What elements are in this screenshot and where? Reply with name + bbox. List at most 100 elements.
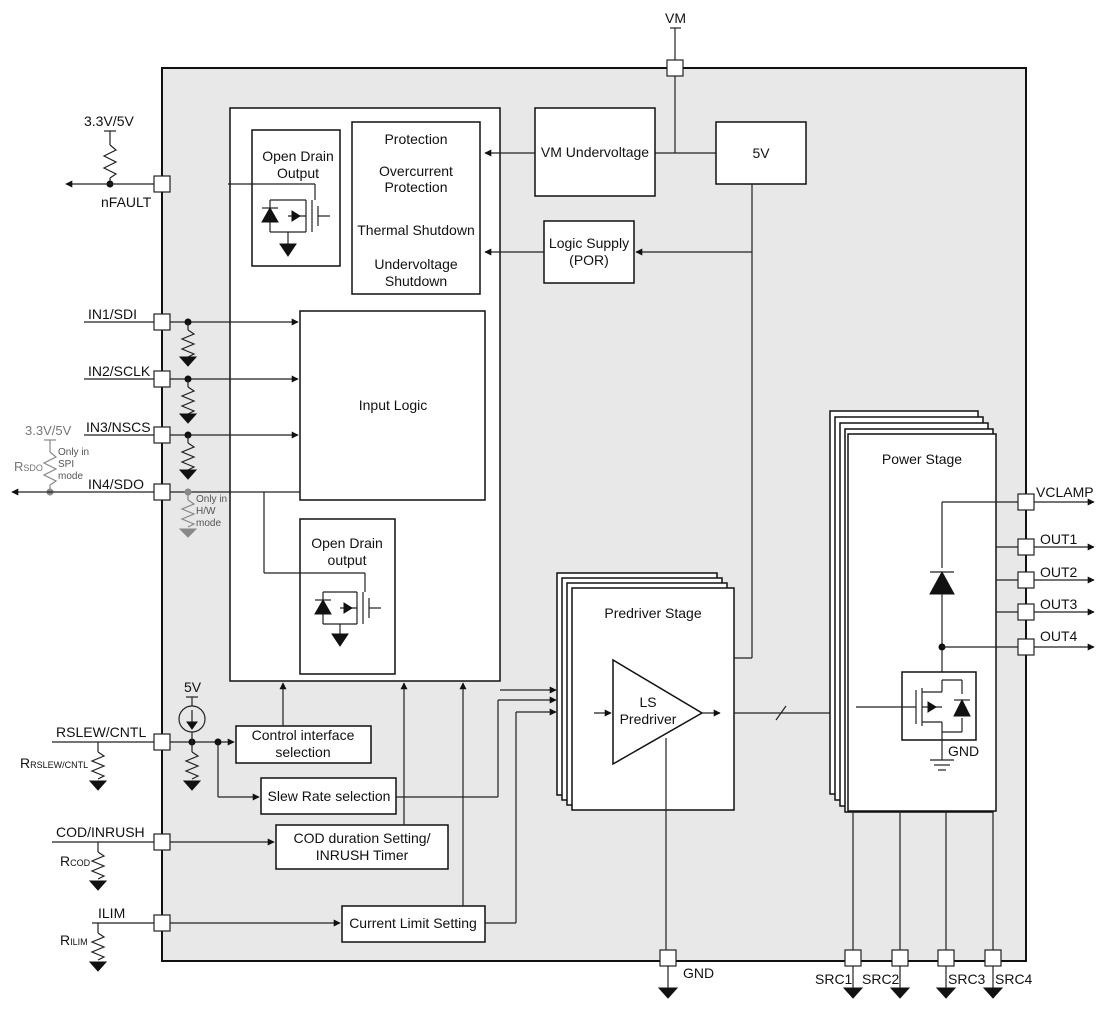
svg-text:OUT3: OUT3 — [1040, 596, 1078, 612]
svg-text:RSLEW/CNTL: RSLEW/CNTL — [56, 724, 146, 740]
mosfet-icon — [228, 183, 330, 257]
svg-text:3.3V/5V: 3.3V/5V — [25, 423, 72, 438]
out2-pin-group: OUT2 — [1017, 564, 1095, 589]
svg-text:Predriver: Predriver — [620, 711, 677, 727]
svg-text:IN4/SDO: IN4/SDO — [88, 476, 144, 492]
in2-sclk-pin-group: IN2/SCLK — [84, 363, 299, 424]
svg-text:SRC2: SRC2 — [862, 971, 900, 987]
in3-nscs-pin — [153, 426, 171, 444]
predriver-stage-block: Predriver Stage LS Predriver — [556, 572, 830, 950]
svg-text:GND: GND — [683, 965, 714, 981]
gnd-pin-group: GND — [657, 949, 714, 999]
svg-text:Open Drain: Open Drain — [311, 535, 383, 551]
vm-undervoltage-block: VM Undervoltage — [484, 107, 656, 197]
power-mosfet-icon: GND — [856, 671, 979, 771]
svg-text:Protection: Protection — [384, 179, 447, 195]
svg-text:Predriver Stage: Predriver Stage — [604, 605, 701, 621]
nfault-pin — [153, 175, 171, 193]
svg-text:Current Limit Setting: Current Limit Setting — [349, 915, 477, 931]
svg-text:OUT4: OUT4 — [1040, 628, 1078, 644]
src1-pin-group: SRC1 — [815, 949, 864, 999]
svg-text:Only in: Only in — [196, 494, 227, 505]
out4-pin — [1017, 638, 1035, 656]
out1-pin-group: OUT1 — [1017, 531, 1095, 556]
svg-text:Control interface: Control interface — [252, 727, 355, 743]
svg-text:Only in: Only in — [58, 447, 89, 458]
vm-pin — [666, 59, 684, 77]
svg-text:SRC1: SRC1 — [815, 971, 853, 987]
svg-text:Overcurrent: Overcurrent — [379, 163, 453, 179]
five-v-block: 5V — [662, 121, 807, 681]
cod-duration-block: COD duration Setting/ INRUSH Timer — [275, 824, 449, 870]
out2-pin — [1017, 571, 1035, 589]
in4-sdo-pin-group: IN4/SDO Only in H/W mode — [11, 476, 300, 538]
svg-text:INRUSH Timer: INRUSH Timer — [316, 847, 409, 863]
open-drain-output-block: Open Drain Output — [228, 129, 341, 267]
svg-text:output: output — [328, 552, 367, 568]
in1-sdi-pin — [153, 313, 171, 331]
vclamp-pin — [1017, 493, 1035, 511]
svg-text:Thermal Shutdown: Thermal Shutdown — [357, 222, 475, 238]
svg-text:Slew Rate selection: Slew Rate selection — [268, 788, 391, 804]
svg-text:RRSLEW/CNTL: RRSLEW/CNTL — [20, 755, 88, 771]
out3-pin — [1017, 603, 1035, 621]
svg-text:3.3V/5V: 3.3V/5V — [84, 113, 134, 129]
logic-supply-block: Logic Supply (POR) — [484, 220, 752, 284]
in3-nscs-pin-group: IN3/NSCS — [84, 419, 299, 480]
svg-text:RCOD: RCOD — [60, 853, 91, 869]
svg-text:LS: LS — [639, 694, 656, 710]
nfault-circuit: 3.3V/5V nFAULT — [65, 113, 171, 210]
svg-text:nFAULT: nFAULT — [101, 194, 152, 210]
out3-pin-group: OUT3 — [1017, 596, 1095, 621]
svg-text:IN2/SCLK: IN2/SCLK — [88, 363, 151, 379]
in1-sdi-pin-group: IN1/SDI — [84, 306, 299, 367]
svg-text:OUT1: OUT1 — [1040, 531, 1078, 547]
svg-text:RILIM: RILIM — [60, 932, 88, 948]
svg-text:GND: GND — [948, 743, 979, 759]
svg-text:Protection: Protection — [384, 131, 447, 147]
ilim-pin — [153, 914, 171, 932]
src2-pin-group: SRC2 — [862, 949, 911, 999]
control-interface-block: Control interface selection — [235, 682, 372, 764]
svg-text:mode: mode — [196, 518, 221, 529]
mosfet-icon — [263, 492, 381, 647]
svg-text:SRC4: SRC4 — [995, 971, 1033, 987]
vm-label: VM — [665, 10, 686, 26]
current-limit-block: Current Limit Setting — [341, 682, 557, 943]
open-drain-output-lower-block: Open Drain output — [263, 492, 396, 675]
in2-sclk-pin — [153, 370, 171, 388]
input-logic-block: Input Logic — [299, 310, 486, 501]
svg-text:5V: 5V — [752, 145, 770, 161]
svg-text:SPI: SPI — [58, 459, 74, 470]
svg-text:VCLAMP: VCLAMP — [1036, 484, 1094, 500]
src1-pin — [844, 949, 862, 967]
svg-text:OUT2: OUT2 — [1040, 564, 1078, 580]
ilim-pin-group: ILIM RILIM — [60, 905, 341, 972]
vclamp-pin-group: VCLAMP — [1017, 484, 1095, 511]
svg-text:COD duration Setting/: COD duration Setting/ — [294, 830, 431, 846]
svg-text:Power Stage: Power Stage — [882, 451, 962, 467]
svg-text:Logic Supply: Logic Supply — [549, 235, 629, 251]
rslew-cntl-pin-group: RSLEW/CNTL RRSLEW/CNTL 5V — [20, 679, 260, 801]
svg-text:SRC3: SRC3 — [948, 971, 986, 987]
in4-sdo-pin — [153, 483, 171, 501]
svg-text:selection: selection — [275, 744, 330, 760]
slew-rate-block: Slew Rate selection — [260, 696, 557, 815]
svg-text:VM Undervoltage: VM Undervoltage — [541, 144, 649, 160]
svg-text:Undervoltage: Undervoltage — [374, 256, 457, 272]
svg-text:mode: mode — [58, 471, 83, 482]
ls-predriver-amplifier — [612, 658, 704, 766]
out4-pin-group: OUT4 — [1017, 628, 1095, 656]
svg-text:5V: 5V — [184, 679, 202, 695]
svg-text:(POR): (POR) — [569, 252, 609, 268]
svg-text:H/W: H/W — [196, 506, 216, 517]
src3-pin-group: SRC3 — [935, 949, 986, 999]
cod-inrush-pin-group: COD/INRUSH RCOD — [52, 824, 275, 891]
svg-text:RSDO: RSDO — [14, 459, 43, 474]
power-stage-block: Power Stage — [829, 410, 1018, 950]
svg-text:Output: Output — [277, 165, 319, 181]
vm-supply: VM — [655, 10, 716, 154]
protection-block: Protection Overcurrent Protection Therma… — [351, 121, 481, 295]
svg-text:Input Logic: Input Logic — [359, 397, 428, 413]
